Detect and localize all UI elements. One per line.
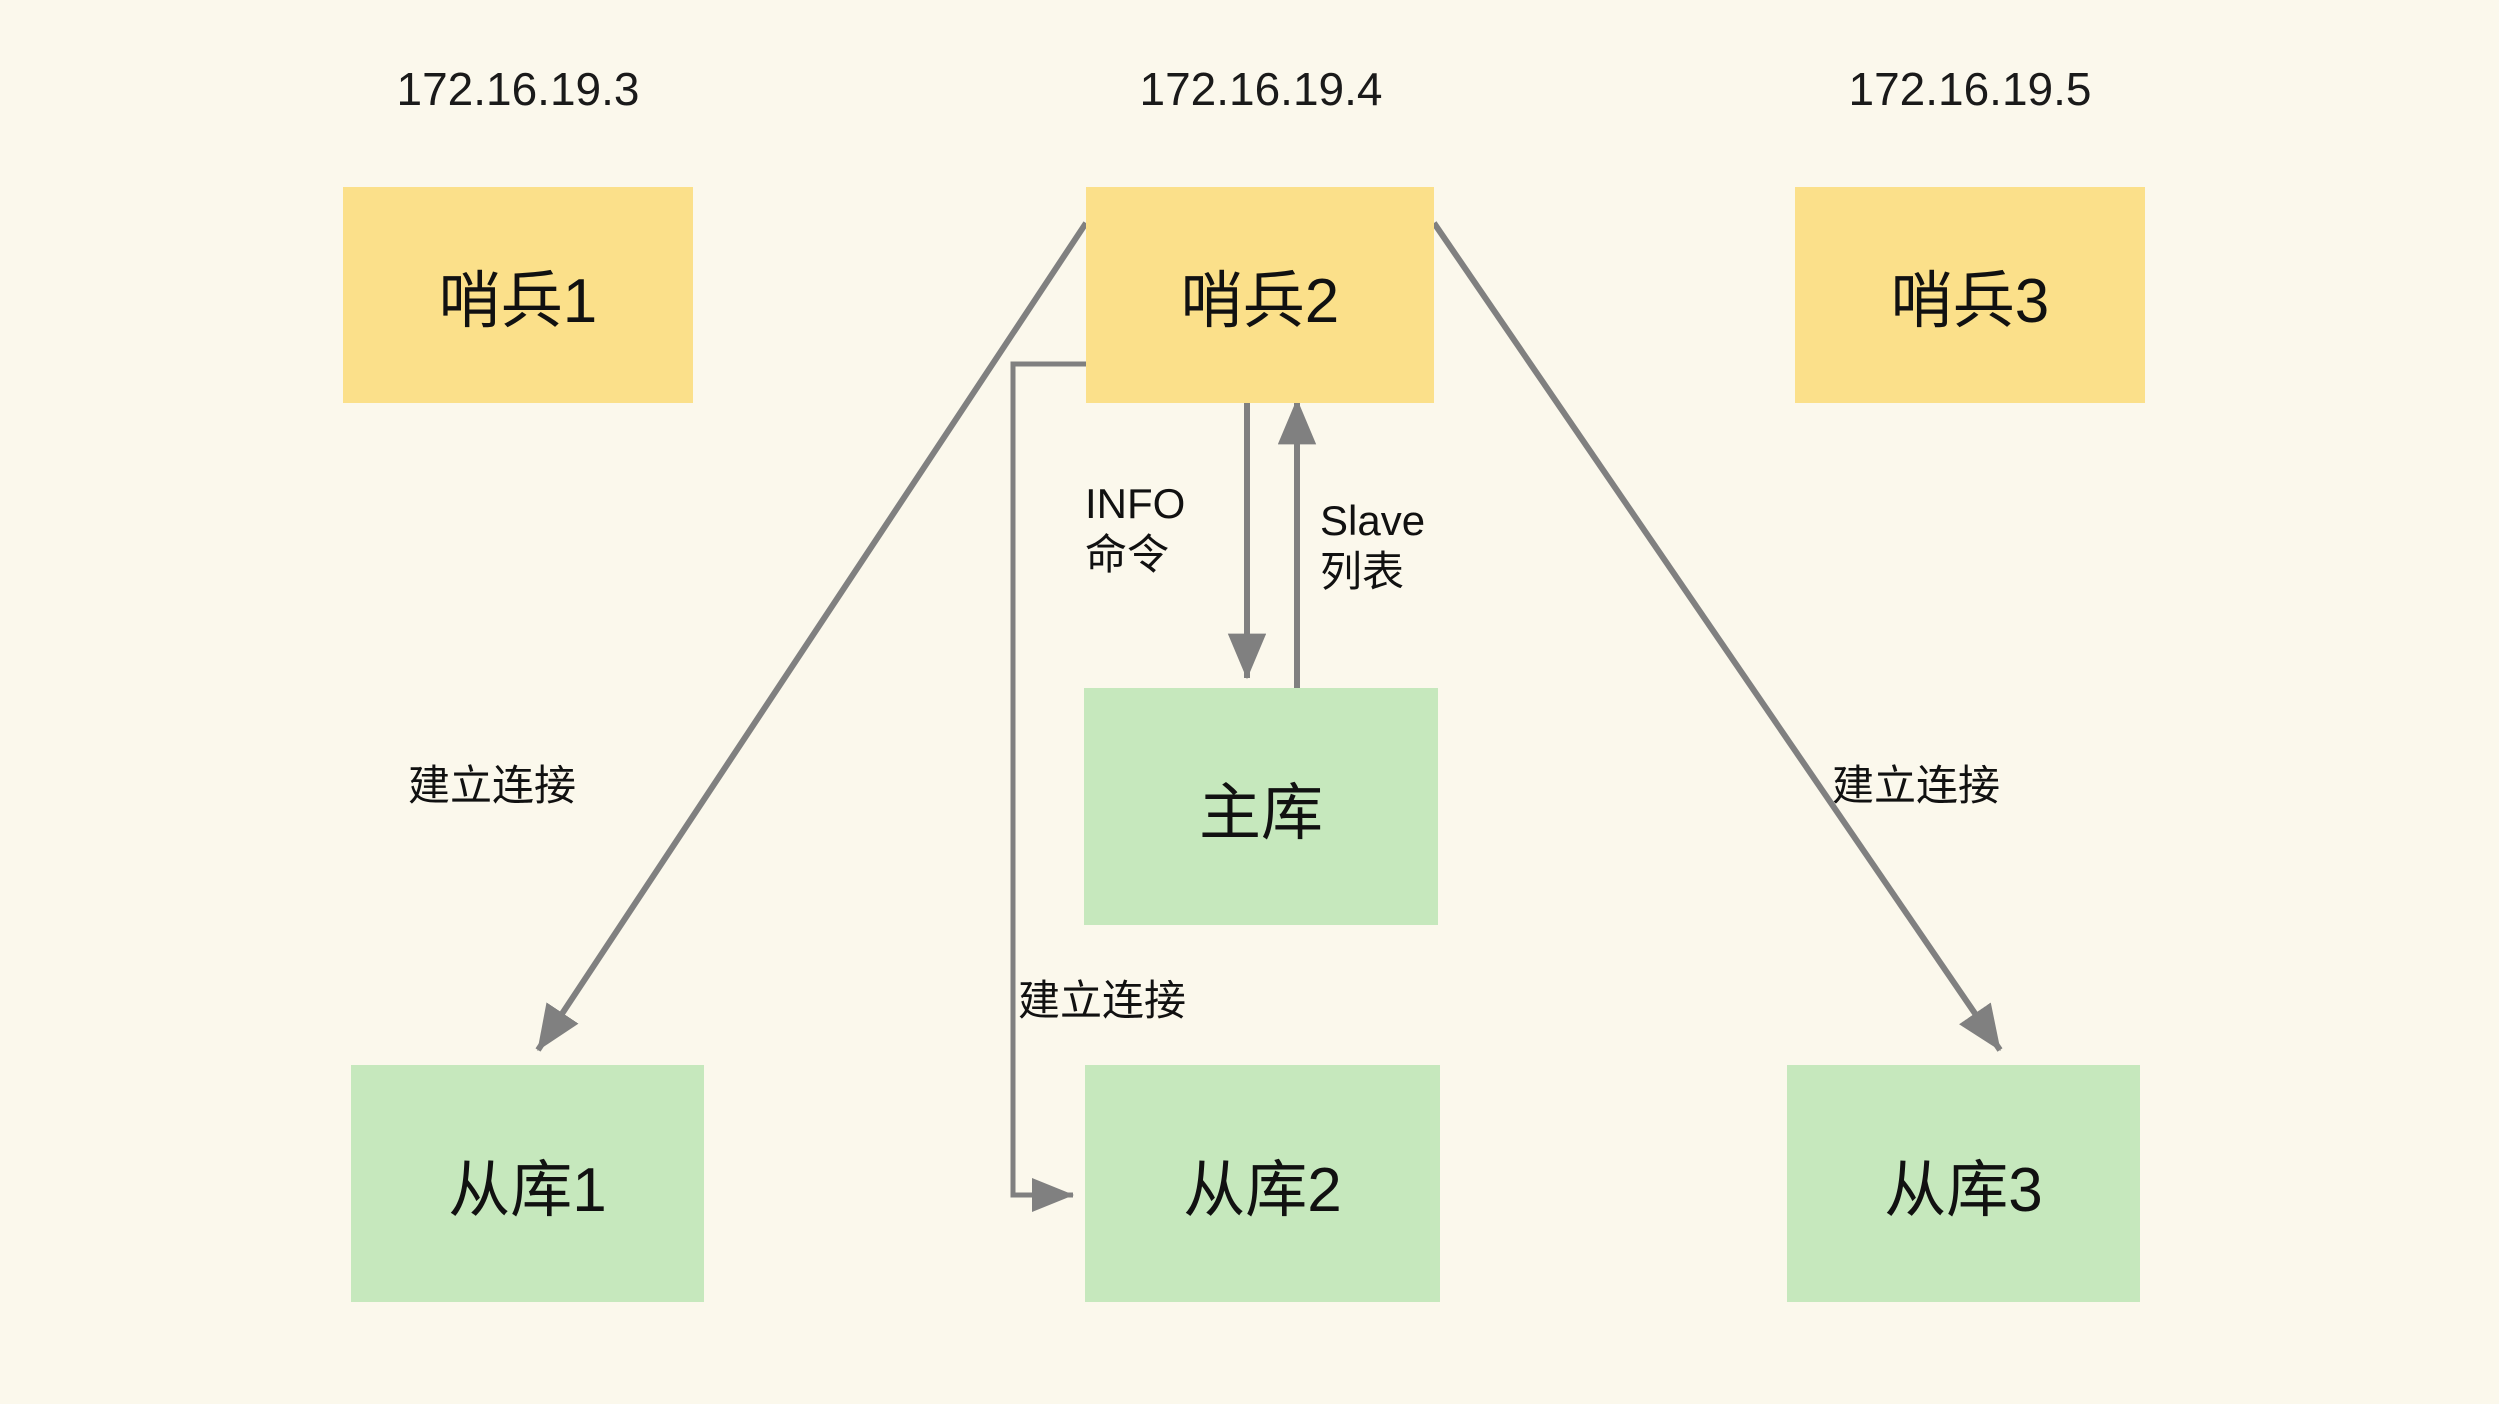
node-sentinel1[interactable]: 哨兵1 xyxy=(343,187,693,403)
edge-label-connect-right: 建立连接 xyxy=(1832,762,2001,809)
ip-label-sentinel1: 172.16.19.3 xyxy=(396,63,640,115)
node-slave2-db[interactable]: 从库2 xyxy=(1085,1065,1440,1302)
edge-label-info-command: INFO 命令 xyxy=(1085,480,1186,579)
edge-label-connect-left: 建立连接 xyxy=(408,762,577,809)
node-slave1-db[interactable]: 从库1 xyxy=(351,1065,704,1302)
ip-label-sentinel3: 172.16.19.5 xyxy=(1848,63,2092,115)
ip-label-sentinel2: 172.16.19.4 xyxy=(1139,63,1383,115)
edge-label-slave-list: Slave 列表 xyxy=(1320,497,1426,596)
node-slave3-db[interactable]: 从库3 xyxy=(1787,1065,2140,1302)
wire-sentinel2-to-slave2 xyxy=(1010,361,1086,1212)
node-sentinel2[interactable]: 哨兵2 xyxy=(1086,187,1434,403)
edge-label-connect-middle: 建立连接 xyxy=(1018,977,1187,1024)
node-master-db[interactable]: 主库 xyxy=(1084,688,1438,925)
node-sentinel3[interactable]: 哨兵3 xyxy=(1795,187,2145,403)
